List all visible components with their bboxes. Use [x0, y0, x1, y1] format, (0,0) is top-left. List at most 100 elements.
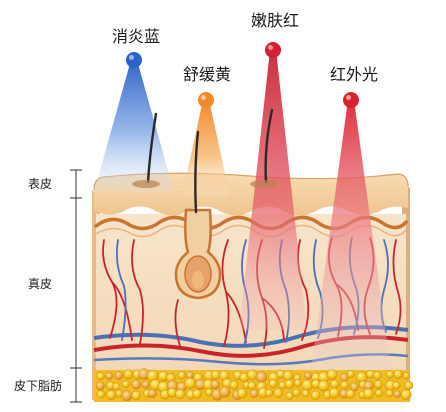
fat-cell	[106, 390, 117, 400]
fat-cell	[265, 388, 274, 398]
fat-cell	[345, 389, 356, 399]
fat-cell	[219, 386, 231, 398]
fat-cell	[255, 371, 268, 383]
light-labels: 消炎蓝 舒缓黄 嫩肤红 红外光	[112, 11, 378, 84]
fat-cell	[273, 388, 284, 398]
fat-cell	[96, 372, 105, 381]
follicle-papilla	[192, 271, 204, 289]
hair-pores	[132, 180, 278, 188]
fat-cell	[385, 370, 395, 379]
hair-follicle	[174, 208, 222, 300]
fat-cell	[392, 381, 401, 390]
beam-red	[239, 50, 307, 330]
label-epidermis: 表皮	[28, 177, 52, 191]
beam-infrared	[311, 100, 391, 370]
fat-cell	[114, 371, 124, 380]
layer-labels: 表皮 真皮 皮下脂肪	[14, 177, 62, 393]
fat-cell	[375, 389, 383, 397]
fat-cell	[402, 371, 411, 380]
fat-cell	[141, 380, 150, 389]
fat-cell	[301, 379, 314, 391]
capillary	[392, 239, 402, 335]
fat-cell	[393, 390, 401, 398]
fat-cell	[147, 388, 157, 398]
fat-cell	[400, 389, 412, 401]
hair	[146, 112, 158, 184]
pore	[250, 180, 278, 188]
capillary	[131, 239, 144, 345]
label-subcutis: 皮下脂肪	[14, 378, 62, 393]
light-beams	[94, 42, 391, 370]
fat-cell	[373, 371, 382, 380]
fat-cell	[236, 388, 248, 399]
label-yellow-light: 舒缓黄	[183, 65, 231, 84]
fat-cell	[123, 369, 134, 380]
beam-yellow	[182, 100, 230, 196]
fat-cell	[184, 377, 197, 390]
fat-cell	[131, 379, 142, 390]
source-blue-highlight	[129, 55, 134, 60]
capillary	[111, 281, 133, 341]
fat-cell	[112, 382, 121, 391]
fat-cell	[393, 369, 403, 379]
fat-cell	[249, 389, 259, 398]
label-infrared-light: 红外光	[330, 65, 378, 84]
capillary	[174, 299, 181, 347]
label-blue-light: 消炎蓝	[112, 27, 160, 46]
beam-blue	[94, 60, 174, 192]
fat-cell	[349, 382, 359, 392]
fat-cell	[210, 379, 221, 390]
fat-cell	[293, 379, 302, 387]
fat-cell	[95, 381, 105, 391]
fat-cell	[282, 370, 294, 381]
fat-cell	[229, 380, 239, 390]
fat-cell	[122, 380, 130, 389]
source-infrared-dot	[343, 92, 359, 108]
fat-cell	[373, 379, 383, 389]
fat-cell	[317, 380, 330, 392]
fat-cell	[303, 371, 312, 380]
fat-cell	[328, 387, 340, 399]
capillary	[225, 291, 247, 343]
layer-bracket	[70, 169, 82, 403]
fat-cell	[292, 388, 301, 397]
fat-cell	[247, 381, 257, 390]
source-infrared-highlight	[346, 95, 351, 100]
fat-cell	[96, 390, 105, 399]
fat-cell	[121, 390, 133, 402]
source-blue-dot	[126, 52, 142, 68]
label-dermis: 真皮	[28, 277, 52, 291]
hair	[264, 108, 274, 184]
hair	[194, 130, 200, 214]
venule	[115, 239, 127, 341]
label-red-light: 嫩肤红	[251, 11, 299, 30]
source-red-dot	[265, 42, 281, 58]
epidermis-layer	[94, 173, 408, 216]
source-yellow-highlight	[201, 95, 206, 100]
fat-cell	[285, 391, 294, 400]
fat-cell	[404, 380, 414, 390]
source-yellow-dot	[198, 92, 214, 108]
fat-cell	[301, 389, 310, 398]
fat-cell	[268, 379, 278, 389]
fat-cell	[246, 369, 258, 381]
fat-cell	[131, 390, 141, 401]
fat-cell	[192, 389, 202, 399]
pore	[132, 180, 160, 188]
fat-cell	[346, 370, 355, 379]
fat-cell	[310, 390, 321, 401]
source-red-highlight	[268, 45, 273, 50]
fat-cell	[284, 379, 295, 389]
fat-cell	[385, 389, 394, 398]
fat-cell	[340, 380, 349, 390]
fat-cell	[105, 372, 114, 380]
fat-cell	[330, 379, 340, 389]
fat-cells	[95, 368, 414, 402]
fat-cell	[326, 369, 338, 380]
fat-cell	[363, 388, 374, 400]
fat-cell	[210, 370, 221, 380]
fat-cell	[177, 371, 186, 380]
fat-cell	[175, 389, 186, 400]
hairs	[146, 108, 274, 214]
